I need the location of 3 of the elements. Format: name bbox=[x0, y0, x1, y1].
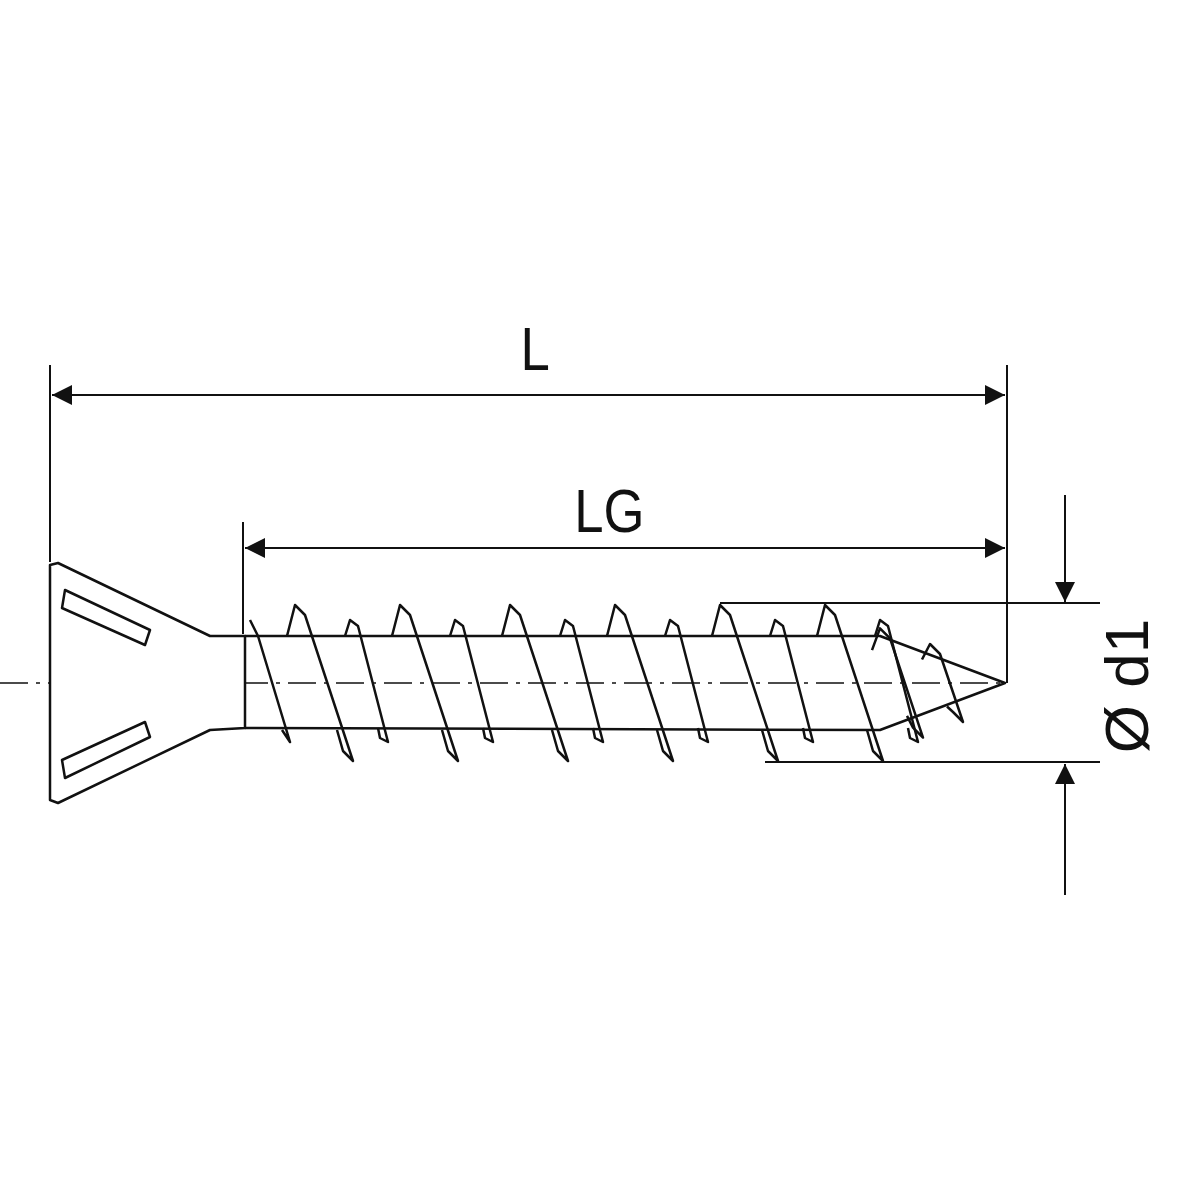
dimension-label: LG bbox=[574, 480, 645, 542]
dimension-label: L bbox=[520, 318, 550, 380]
dimension-label: Ø d1 bbox=[1096, 618, 1159, 754]
